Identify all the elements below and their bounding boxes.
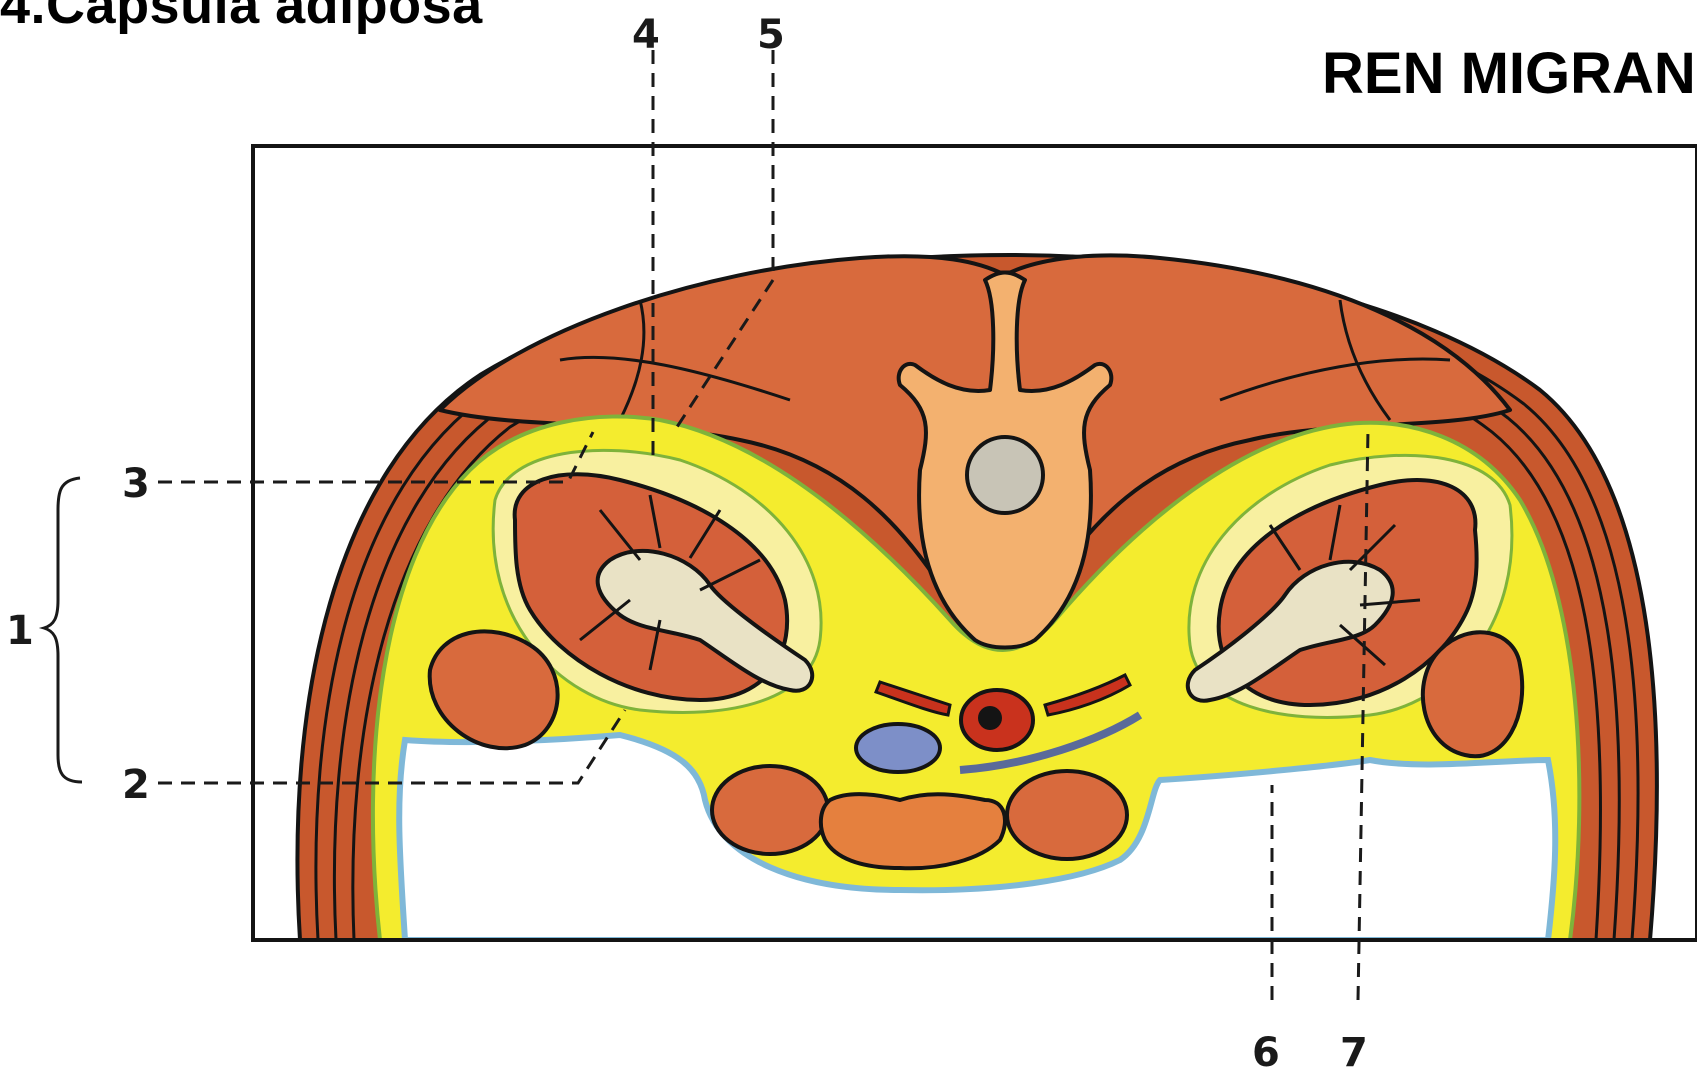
label-6: 6	[1252, 1030, 1280, 1071]
colon-ascending	[1423, 632, 1522, 756]
label-7: 7	[1340, 1030, 1368, 1071]
anatomy-drawing	[297, 255, 1656, 940]
bracket-1	[44, 478, 82, 782]
bowel-loop-left	[712, 766, 828, 854]
spinal-canal	[967, 437, 1043, 513]
label-4: 4	[632, 12, 660, 58]
bowel-loop-right	[1007, 771, 1127, 859]
label-1: 1	[6, 608, 34, 654]
label-3: 3	[122, 461, 150, 507]
label-2: 2	[122, 762, 150, 808]
aorta-lumen	[978, 706, 1002, 730]
small-intestine	[821, 794, 1005, 868]
label-5: 5	[757, 12, 785, 58]
vena-cava	[856, 724, 940, 772]
